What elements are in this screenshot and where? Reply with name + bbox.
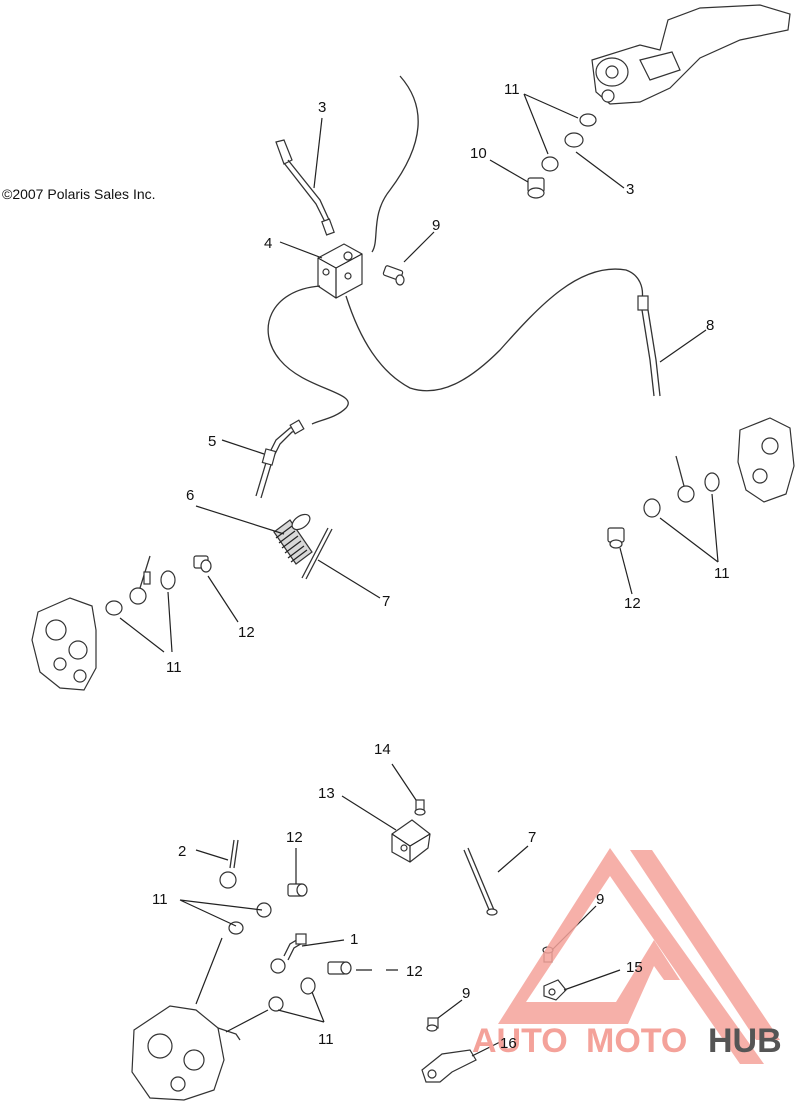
washer-part [256, 902, 272, 918]
pin-part [463, 847, 498, 916]
watermark-triangle-logo [630, 850, 780, 1040]
callout-label: 3 [318, 99, 326, 116]
bracket-part [391, 819, 431, 863]
callout-label: 3 [626, 181, 634, 198]
callout-label: 11 [714, 565, 730, 582]
brake-hose-part [345, 268, 644, 392]
callout-label: 7 [382, 593, 390, 610]
banjo-bolt-part [607, 527, 625, 549]
brake-line-part [637, 295, 661, 397]
washer-part [105, 600, 123, 616]
banjo-bolt-part [327, 961, 352, 975]
brake-caliper-part [131, 1005, 241, 1101]
callout-label: 12 [286, 829, 303, 846]
callout-label: 15 [626, 959, 643, 976]
callout-label: 11 [166, 659, 182, 676]
washer-part [160, 570, 176, 590]
callout-labels: 3 11 10 3 4 9 8 5 6 7 12 11 11 12 14 13 … [152, 81, 730, 1052]
callout-label: 11 [152, 891, 168, 908]
master-cylinder-part [591, 4, 791, 105]
brake-hose-part [371, 75, 419, 253]
watermark-text-hub: HUB [708, 1022, 782, 1060]
leader-lines [119, 93, 719, 653]
callout-label: 1 [350, 931, 358, 948]
washer-part [541, 156, 559, 172]
brake-line-part [270, 933, 307, 974]
callout-label: 9 [596, 891, 604, 908]
copyright-text: ©2007 Polaris Sales Inc. [2, 186, 156, 202]
brake-line-part [255, 419, 305, 499]
watermark-text-moto: MOTO [586, 1022, 687, 1060]
callout-label: 7 [528, 829, 536, 846]
callout-label: 14 [374, 741, 391, 758]
callout-label: 2 [178, 843, 186, 860]
callout-label: 12 [406, 963, 423, 980]
distribution-block-part [317, 243, 363, 299]
brake-line-part [275, 139, 335, 236]
callout-label: 11 [318, 1031, 334, 1048]
brake-line-part [219, 839, 239, 889]
bolt-part [382, 265, 405, 286]
callout-label: 9 [462, 985, 470, 1002]
callout-label: 4 [264, 235, 272, 252]
watermark-triangle-logo [498, 848, 764, 1064]
callout-label: 16 [500, 1035, 517, 1052]
washer-part [300, 977, 316, 995]
callout-label: 5 [208, 433, 216, 450]
bolt-part [426, 1017, 439, 1032]
brake-hose-part [267, 285, 349, 425]
banjo-fitting-part [129, 555, 151, 605]
bracket-part [421, 1049, 477, 1083]
banjo-bolt-part [287, 883, 308, 897]
washer-part [564, 132, 584, 148]
brake-caliper-part [31, 597, 97, 691]
banjo-bolt-part [193, 555, 212, 573]
bolt-part [414, 799, 426, 816]
watermark-text-auto: AUTO [472, 1022, 568, 1060]
clip-part [543, 979, 567, 1001]
banjo-fitting-part [675, 455, 695, 503]
washer-part [579, 113, 597, 127]
washer-part [268, 996, 284, 1012]
callout-label: 12 [624, 595, 641, 612]
brake-caliper-part [737, 417, 795, 503]
spring-part [273, 513, 313, 565]
washer-part [643, 498, 661, 518]
callout-label: 10 [470, 145, 487, 162]
callout-label: 8 [706, 317, 714, 334]
automotohub-watermark: AUTO MOTO HUB [472, 848, 782, 1064]
washer-part [704, 472, 720, 492]
callout-label: 12 [238, 624, 255, 641]
callout-label: 11 [504, 81, 520, 98]
pin-part [301, 527, 333, 580]
banjo-bolt-part [527, 177, 545, 199]
callout-label: 9 [432, 217, 440, 234]
callout-label: 6 [186, 487, 194, 504]
callout-label: 13 [318, 785, 335, 802]
